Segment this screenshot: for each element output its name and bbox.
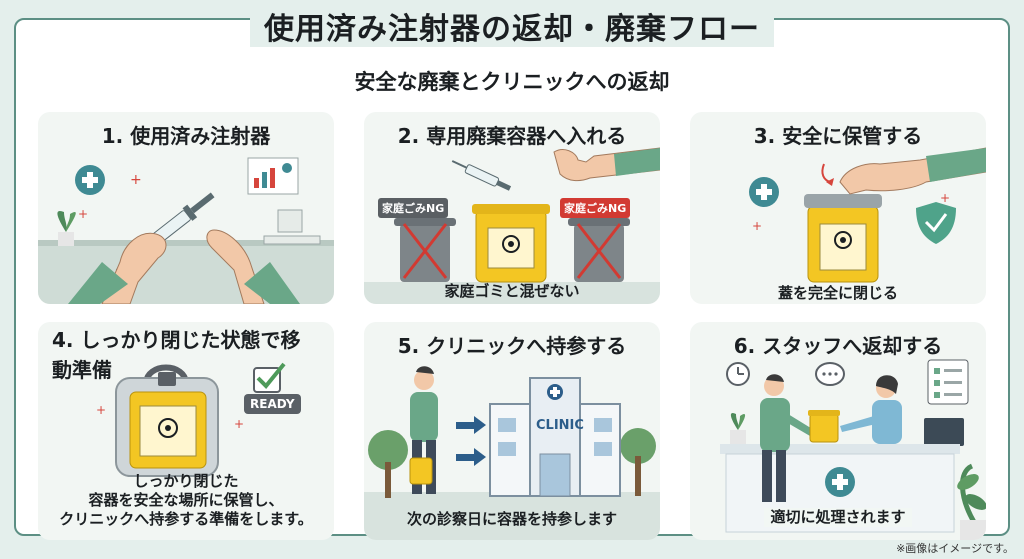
step-panel-1: 1. 使用済み注射器 + +	[38, 112, 334, 304]
step-4-caption-line-2: 容器を安全な場所に保管し、	[88, 491, 284, 509]
step-6-title: 6. スタッフへ返却する	[733, 334, 943, 358]
plant-icon	[957, 463, 986, 540]
trash-can-icon	[394, 218, 456, 282]
sharps-container-icon	[808, 410, 840, 443]
svg-text:+: +	[96, 403, 106, 417]
disclaimer-note: ※画像はイメージです。	[896, 542, 1014, 555]
step-panel-4: 4. しっかり閉じた状態で移 動準備 READY + + しっかり閉じた 容器を…	[38, 322, 334, 540]
biohazard-icon	[158, 418, 178, 438]
clock-icon	[726, 362, 750, 386]
sharps-container-icon	[472, 204, 550, 283]
step-4-caption-line-3: クリニックへ持参する準備をします。	[59, 510, 313, 528]
page-title-text: 使用済み注射器の返却・廃棄フロー	[250, 12, 774, 47]
step-panel-3: 3. 安全に保管する + + 蓋を完全に閉じる	[690, 112, 986, 304]
svg-text:+: +	[940, 191, 950, 205]
svg-text:+: +	[130, 172, 142, 188]
step-3-caption: 蓋を完全に閉じる	[777, 284, 898, 302]
ng-tag-right: 家庭ごみNG	[560, 198, 631, 218]
svg-text:+: +	[78, 207, 88, 221]
shield-check-icon	[916, 202, 956, 244]
checkbox-icon	[253, 362, 286, 393]
page-subtitle: 安全な廃棄とクリニックへの返却	[354, 70, 670, 94]
staff-person-icon	[840, 375, 902, 444]
person-icon	[409, 366, 438, 494]
patient-person-icon	[760, 374, 814, 502]
plant-icon	[57, 210, 76, 246]
speech-bubble-icon	[815, 362, 845, 386]
step-5-illustration	[364, 366, 660, 540]
medical-cross-icon	[75, 165, 105, 195]
step-2-illustration	[364, 147, 660, 304]
step-3-title: 3. 安全に保管する	[753, 124, 923, 148]
ready-badge: READY	[244, 394, 301, 414]
step-4-caption: しっかり閉じた 容器を安全な場所に保管し、 クリニックへ持参する準備をします。	[38, 472, 334, 529]
plant-icon	[730, 412, 746, 444]
hand-right-icon	[206, 229, 300, 304]
syringe-icon	[451, 160, 512, 191]
medical-cross-icon	[825, 467, 855, 497]
sharps-container-icon	[804, 194, 882, 283]
step-panel-6: 6. スタッフへ返却する	[690, 322, 986, 540]
arrow-right-icon	[456, 416, 486, 466]
page-title: 使用済み注射器の返却・廃棄フロー	[0, 4, 1024, 48]
step-4-title-cont: 動準備	[52, 358, 112, 382]
step-5-title: 5. クリニックへ持参する	[397, 334, 627, 358]
clinic-sign: CLINIC	[536, 418, 584, 433]
step-5-caption: 次の診察日に容器を持参します	[406, 510, 617, 528]
step-4-illustration: + +	[96, 362, 286, 477]
step-panel-5: 5. クリニックへ持参する CLINIC 次の診察日に容器を持参し	[364, 322, 660, 540]
step-4-title: 4. しっかり閉じた状態で移	[52, 328, 301, 352]
step-3-illustration: + +	[749, 147, 986, 283]
step-1-title: 1. 使用済み注射器	[101, 124, 271, 148]
carry-bag-icon	[115, 364, 219, 477]
step-panel-2: 2. 専用廃棄容器へ入れる 家庭ごみNG 家庭ごみNG	[364, 112, 660, 304]
biohazard-icon	[502, 235, 520, 253]
svg-text:+: +	[752, 219, 762, 233]
biohazard-icon	[834, 231, 852, 249]
checklist-icon	[927, 359, 969, 405]
step-4-caption-line-1: しっかり閉じた	[133, 472, 239, 490]
clinic-building-icon	[489, 377, 621, 497]
step-2-title: 2. 専用廃棄容器へ入れる	[397, 124, 627, 148]
step-6-caption: 適切に処理されます	[690, 508, 986, 527]
hand-left-icon	[68, 232, 167, 304]
step-2-caption: 家庭ゴミと混ぜない	[444, 282, 580, 300]
step-1-illustration: + +	[38, 157, 334, 304]
tree-icon	[368, 428, 656, 498]
trash-can-icon	[568, 218, 630, 282]
svg-text:+: +	[234, 417, 244, 431]
medical-cross-icon	[749, 177, 779, 207]
step-6-caption-text: 適切に処理されます	[764, 508, 912, 527]
ng-tag-left: 家庭ごみNG	[378, 198, 449, 218]
